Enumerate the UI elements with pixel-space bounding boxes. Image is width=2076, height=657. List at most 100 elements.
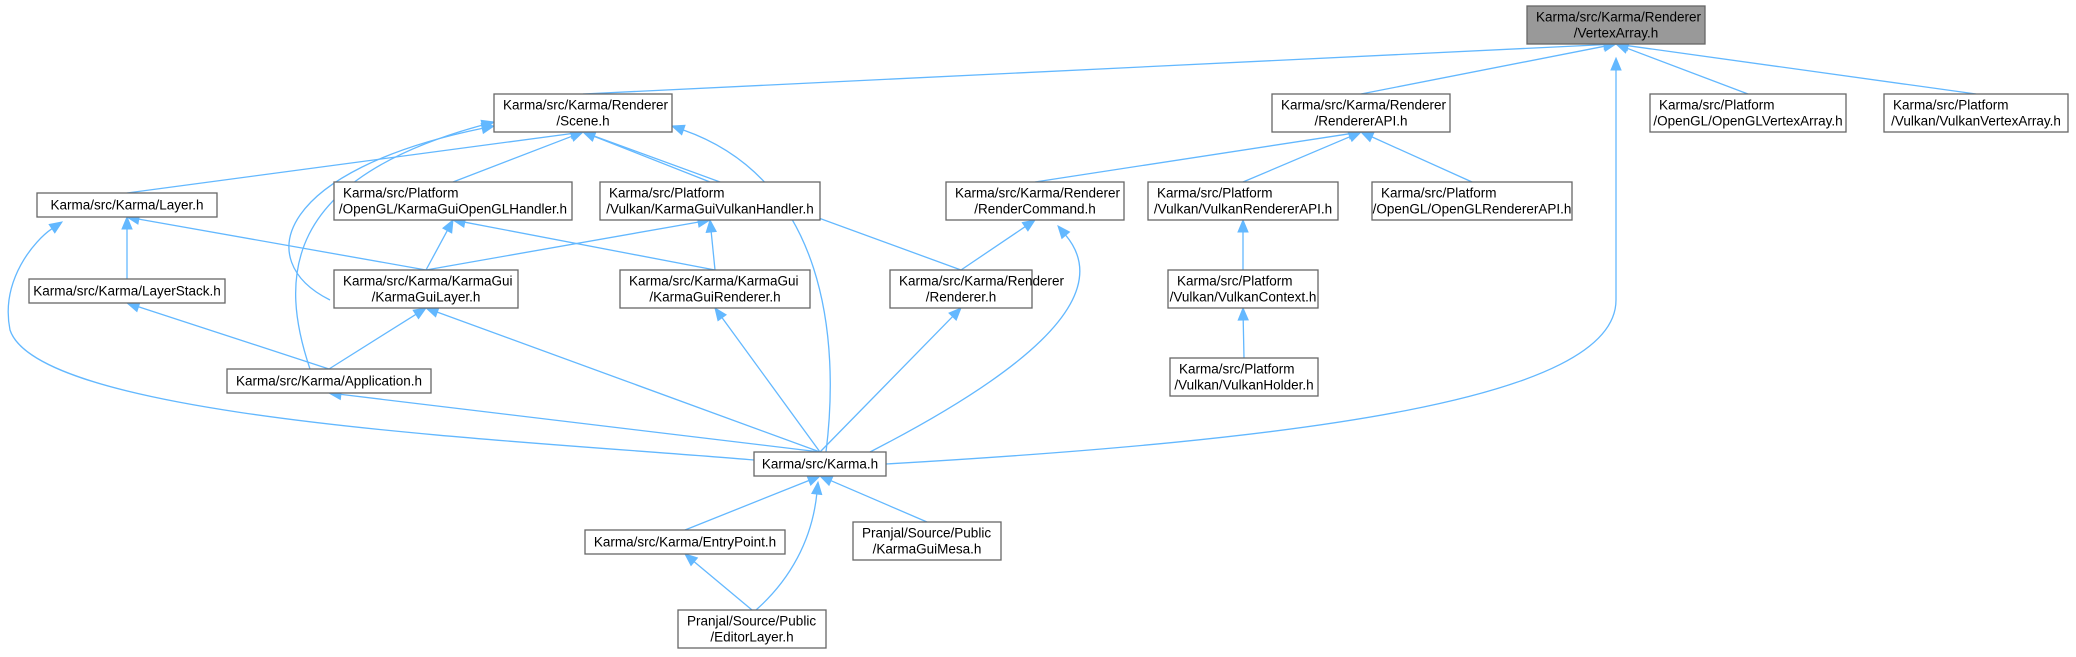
edge-line bbox=[437, 311, 821, 453]
node-box bbox=[889, 269, 1033, 309]
edge-karma-to-rendercommand bbox=[869, 224, 1081, 453]
node-box bbox=[584, 529, 786, 555]
node-box bbox=[28, 278, 226, 304]
node-karma[interactable]: Karma/src/Karma.h bbox=[753, 451, 887, 477]
node-box bbox=[1371, 181, 1573, 221]
node-vulkanrendererapi[interactable]: Karma/src/Platform/Vulkan/VulkanRenderer… bbox=[1147, 181, 1339, 221]
arrowhead-icon bbox=[581, 130, 597, 142]
node-openglvertexarray[interactable]: Karma/src/Platform/OpenGL/OpenGLVertexAr… bbox=[1649, 93, 1847, 133]
node-box bbox=[36, 192, 218, 218]
node-label: Karma/src/Platform bbox=[1893, 98, 2009, 113]
node-karmaguirenderer[interactable]: Karma/src/Karma/KarmaGui/KarmaGuiRendere… bbox=[619, 269, 811, 309]
edge-line bbox=[1627, 45, 1977, 95]
node-label: Karma/src/Karma/Renderer bbox=[899, 274, 1065, 289]
edge-line bbox=[1242, 319, 1245, 359]
node-label: /VertexArray.h bbox=[1574, 26, 1659, 41]
node-layerstack[interactable]: Karma/src/Karma/LayerStack.h bbox=[28, 278, 226, 304]
node-vulkanhandler[interactable]: Karma/src/Platform/Vulkan/KarmaGuiVulkan… bbox=[599, 181, 821, 221]
node-vulkancontext[interactable]: Karma/src/Platform/Vulkan/VulkanContext.… bbox=[1167, 269, 1319, 309]
edge-line bbox=[138, 218, 427, 271]
edge-entrypoint-to-karma bbox=[684, 475, 822, 531]
edge-line bbox=[340, 393, 821, 453]
edge-karma-to-vertexarray bbox=[885, 56, 1622, 465]
arrowhead-icon bbox=[48, 221, 64, 234]
node-application[interactable]: Karma/src/Karma/Application.h bbox=[226, 368, 432, 394]
edge-line bbox=[295, 124, 483, 370]
edge-line bbox=[1242, 136, 1351, 183]
edge-line bbox=[710, 231, 716, 271]
node-vertexarray[interactable]: Karma/src/Karma/Renderer/VertexArray.h bbox=[1526, 5, 1706, 45]
node-label: Pranjal/Source/Public bbox=[687, 614, 816, 629]
node-label: Karma/src/Platform bbox=[609, 186, 725, 201]
node-box bbox=[333, 181, 573, 221]
node-box bbox=[852, 521, 1002, 561]
node-label: /OpenGL/OpenGLRendererAPI.h bbox=[1373, 202, 1572, 217]
node-label: Karma/src/Karma/Renderer bbox=[1281, 98, 1447, 113]
edge-line bbox=[960, 226, 1026, 271]
edge-line bbox=[582, 43, 1605, 95]
node-layer[interactable]: Karma/src/Karma/Layer.h bbox=[36, 192, 218, 218]
arrowhead-icon bbox=[1237, 306, 1249, 321]
node-label: Karma/src/Platform bbox=[1381, 186, 1497, 201]
edge-line bbox=[683, 129, 831, 453]
node-rendererapi[interactable]: Karma/src/Karma/Renderer/RendererAPI.h bbox=[1271, 93, 1451, 133]
node-box bbox=[677, 609, 827, 649]
node-vulkanvertexarray[interactable]: Karma/src/Platform/Vulkan/VulkanVertexAr… bbox=[1883, 93, 2069, 133]
edge-openglvertexarray-to-vertexarray bbox=[1614, 43, 1749, 95]
node-openglrendererapi[interactable]: Karma/src/Platform/OpenGL/OpenGLRenderer… bbox=[1371, 181, 1573, 221]
edge-renderer-to-rendercommand bbox=[960, 219, 1037, 271]
arrowhead-icon bbox=[948, 307, 962, 321]
edge-line bbox=[593, 135, 711, 183]
edge-vulkanholder-to-vulkancontext bbox=[1237, 306, 1249, 359]
edge-line bbox=[721, 317, 821, 453]
edge-line bbox=[138, 306, 330, 370]
node-scene[interactable]: Karma/src/Karma/Renderer/Scene.h bbox=[493, 93, 673, 133]
edge-application-to-scene bbox=[295, 119, 496, 370]
node-label: Karma/src/Karma/Application.h bbox=[236, 374, 422, 389]
arrowhead-icon bbox=[424, 306, 440, 318]
edge-karma-to-application bbox=[327, 388, 821, 453]
arrowhead-icon bbox=[442, 218, 454, 234]
arrowhead-icon bbox=[1347, 131, 1363, 143]
arrowhead-icon bbox=[683, 553, 699, 567]
edge-rendererapi-to-vertexarray bbox=[1360, 40, 1618, 95]
node-karmaguilayer[interactable]: Karma/src/Karma/KarmaGui/KarmaGuiLayer.h bbox=[333, 269, 519, 309]
edge-karmaguilayer-to-layer bbox=[125, 213, 427, 271]
node-renderer[interactable]: Karma/src/Karma/Renderer/Renderer.h bbox=[889, 269, 1065, 309]
node-openglhandler[interactable]: Karma/src/Platform/OpenGL/KarmaGuiOpenGL… bbox=[333, 181, 573, 221]
edge-karmaguimesa-to-karma bbox=[818, 475, 928, 523]
edge-line bbox=[1626, 47, 1749, 95]
edge-line bbox=[452, 135, 573, 183]
node-rendercommand[interactable]: Karma/src/Karma/Renderer/RenderCommand.h bbox=[945, 181, 1125, 221]
node-vulkanholder[interactable]: Karma/src/Platform/Vulkan/VulkanHolder.h bbox=[1169, 357, 1319, 397]
node-box bbox=[753, 451, 887, 477]
edge-line bbox=[1034, 133, 1350, 183]
arrowhead-icon bbox=[818, 475, 834, 487]
edge-karma-to-karmaguilayer bbox=[424, 306, 821, 453]
node-label: Karma/src/Karma/Renderer bbox=[955, 186, 1121, 201]
arrowhead-icon bbox=[121, 215, 133, 230]
edge-karma-to-layer bbox=[7, 221, 755, 461]
edge-line bbox=[869, 234, 1081, 453]
node-label: /KarmaGuiRenderer.h bbox=[649, 290, 780, 305]
arrowhead-icon bbox=[412, 307, 428, 320]
edge-line bbox=[288, 127, 483, 301]
node-label: /RenderCommand.h bbox=[974, 202, 1096, 217]
node-box bbox=[1147, 181, 1339, 221]
node-label: Karma/src/Karma.h bbox=[762, 457, 878, 472]
node-karmaguimesa[interactable]: Pranjal/Source/Public/KarmaGuiMesa.h bbox=[852, 521, 1002, 561]
arrowhead-icon bbox=[1021, 219, 1037, 232]
node-box bbox=[599, 181, 821, 221]
arrowhead-icon bbox=[1237, 218, 1249, 233]
edge-line bbox=[464, 221, 716, 271]
node-label: /Vulkan/VulkanRendererAPI.h bbox=[1154, 202, 1332, 217]
node-label: Karma/src/Karma/EntryPoint.h bbox=[594, 535, 776, 550]
node-entrypoint[interactable]: Karma/src/Karma/EntryPoint.h bbox=[584, 529, 786, 555]
edge-application-to-layerstack bbox=[125, 301, 330, 370]
node-label: Karma/src/Karma/Renderer bbox=[1536, 10, 1702, 25]
arrowhead-icon bbox=[1057, 224, 1071, 240]
edge-editorlayer-to-karma bbox=[755, 480, 823, 611]
node-editorlayer[interactable]: Pranjal/Source/Public/EditorLayer.h bbox=[677, 609, 827, 649]
edge-line bbox=[7, 228, 755, 461]
edge-line bbox=[830, 480, 928, 523]
